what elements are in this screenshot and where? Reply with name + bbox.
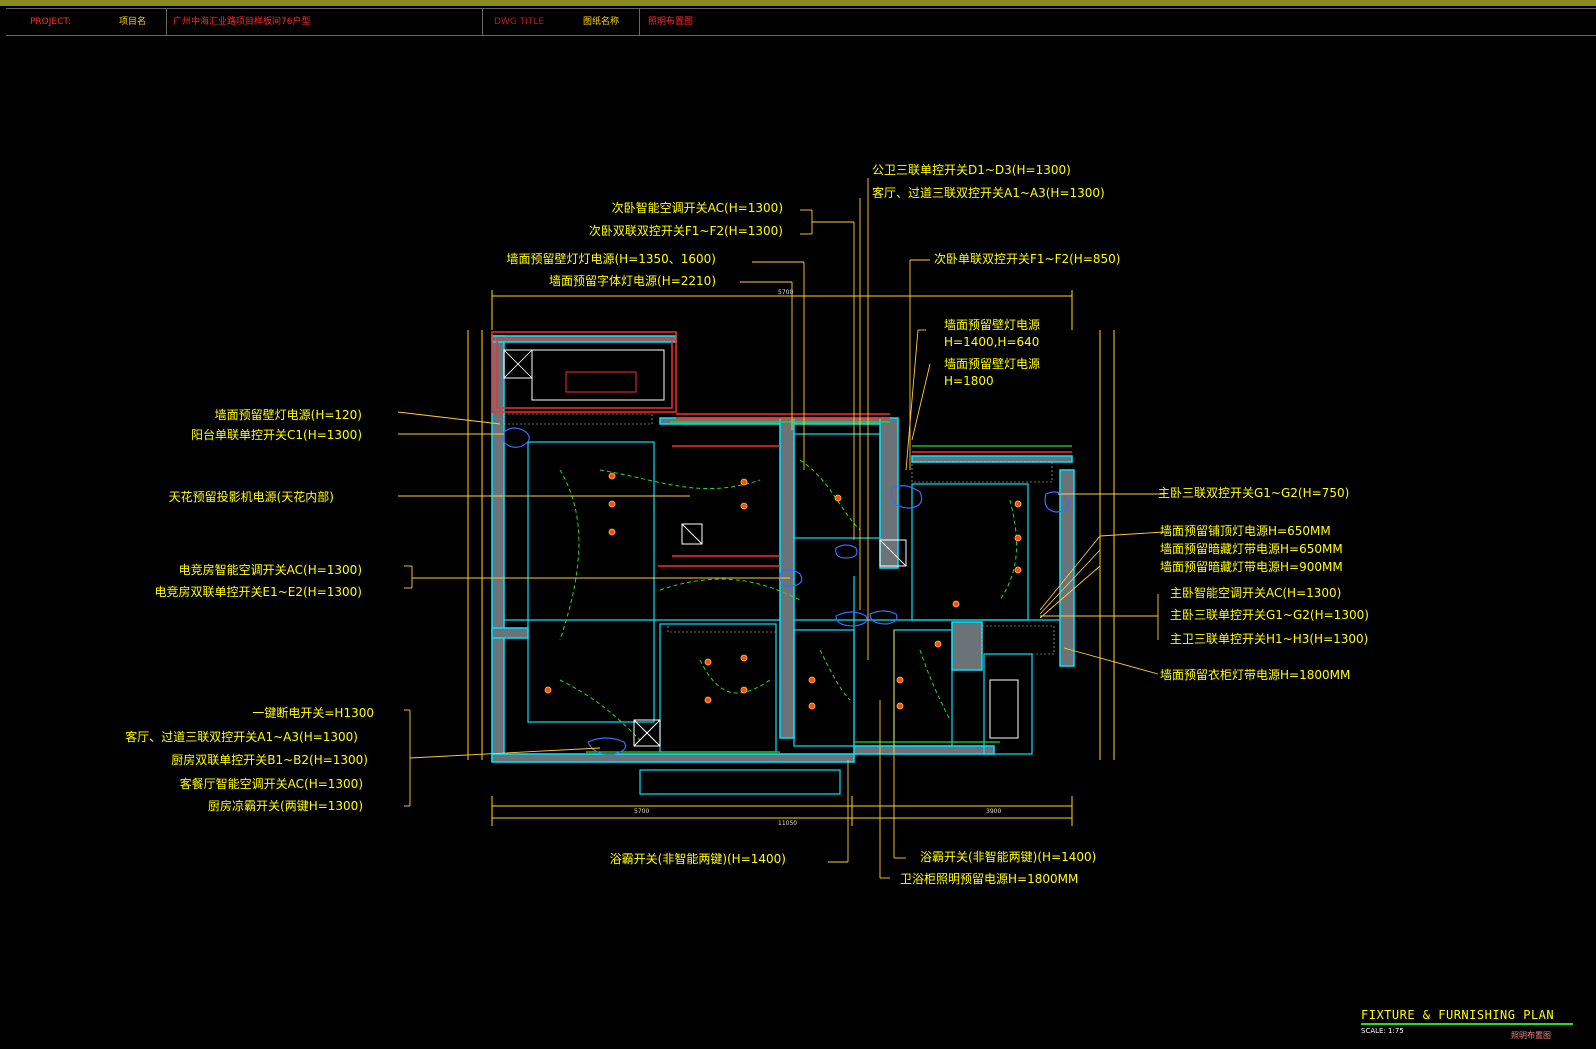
label-0: 公卫三联单控开关D1~D3(H=1300) [872,163,1071,177]
dwg-name-label: 图纸名称 [583,17,620,27]
label-1: 客厅、过道三联双控开关A1~A3(H=1300) [872,186,1105,200]
label-7: 墙面预留壁灯电源 [944,318,1041,332]
dim-bottom-mid: 11050 [778,820,798,827]
project-label: PROJECT: [30,17,71,27]
dim-bottom-right: 3900 [986,808,1002,815]
dim-top-total: 5700 [778,289,794,296]
project-name-label: 项目名 [119,17,147,27]
label-19: 墙面预留暗藏灯带电源H=900MM [1160,560,1343,574]
title-underline [1361,1023,1573,1025]
label-11: 墙面预留壁灯电源(H=120) [214,408,362,422]
label-23: 墙面预留衣柜灯带电源H=1800MM [1160,668,1351,682]
drawing-title: FIXTURE & FURNISHING PLAN [1361,1008,1555,1022]
title-strip: PROJECT: 项目名 广州中海汇业路项目样板间76户型 DWG TITLE … [6,8,1596,36]
label-30: 浴霸开关(非智能两键)(H=1400) [920,850,1097,864]
label-20: 主卧智能空调开关AC(H=1300) [1170,586,1342,600]
label-26: 厨房双联单控开关B1~B2(H=1300) [171,753,368,767]
label-24: 一键断电开关=H1300 [252,706,374,720]
drawing-scale: SCALE: 1:75 [1361,1027,1404,1035]
drawing-name: 照明布置图 [1511,1031,1551,1040]
top-accent-bar [0,0,1596,6]
label-3: 次卧双联双控开关F1~F2(H=1300) [588,224,783,238]
label-5: 墙面预留字体灯电源(H=2210) [549,274,716,288]
label-29: 浴霸开关(非智能两键)(H=1400) [609,852,786,866]
label-21: 主卧三联单控开关G1~G2(H=1300) [1170,608,1369,622]
dim-bottom-left: 5700 [634,808,650,815]
label-6: 次卧单联双控开关F1~F2(H=850) [934,252,1121,266]
label-27: 客餐厅智能空调开关AC(H=1300) [179,777,363,791]
label-16: 主卧三联双控开关G1~G2(H=750) [1158,486,1350,500]
label-9: 墙面预留壁灯电源 [944,357,1041,371]
label-2: 次卧智能空调开关AC(H=1300) [611,201,783,215]
dwg-title-label: DWG TITLE [494,17,545,27]
label-22: 主卫三联单控开关H1~H3(H=1300) [1170,632,1369,646]
label-13: 天花预留投影机电源(天花内部) [168,490,334,504]
label-15: 电竞房双联单控开关E1~E2(H=1300) [154,585,362,599]
label-14: 电竞房智能空调开关AC(H=1300) [178,563,362,577]
label-17: 墙面预留铺顶灯电源H=650MM [1160,524,1331,538]
label-31: 卫浴柜照明预留电源H=1800MM [900,872,1079,886]
label-10: H=1800 [944,374,994,388]
label-8: H=1400,H=640 [944,335,1040,349]
label-28: 厨房凉霸开关(两键H=1300) [208,799,363,813]
label-18: 墙面预留暗藏灯带电源H=650MM [1160,542,1343,556]
label-12: 阳台单联单控开关C1(H=1300) [191,428,362,442]
project-value: 广州中海汇业路项目样板间76户型 [173,17,311,27]
title-block: FIXTURE & FURNISHING PLAN SCALE: 1:75 照明… [1361,1008,1573,1040]
label-4: 墙面预留壁灯灯电源(H=1350、1600) [506,252,716,266]
label-25: 客厅、过道三联双控开关A1~A3(H=1300) [125,730,358,744]
dwg-value: 照明布置图 [648,17,694,27]
